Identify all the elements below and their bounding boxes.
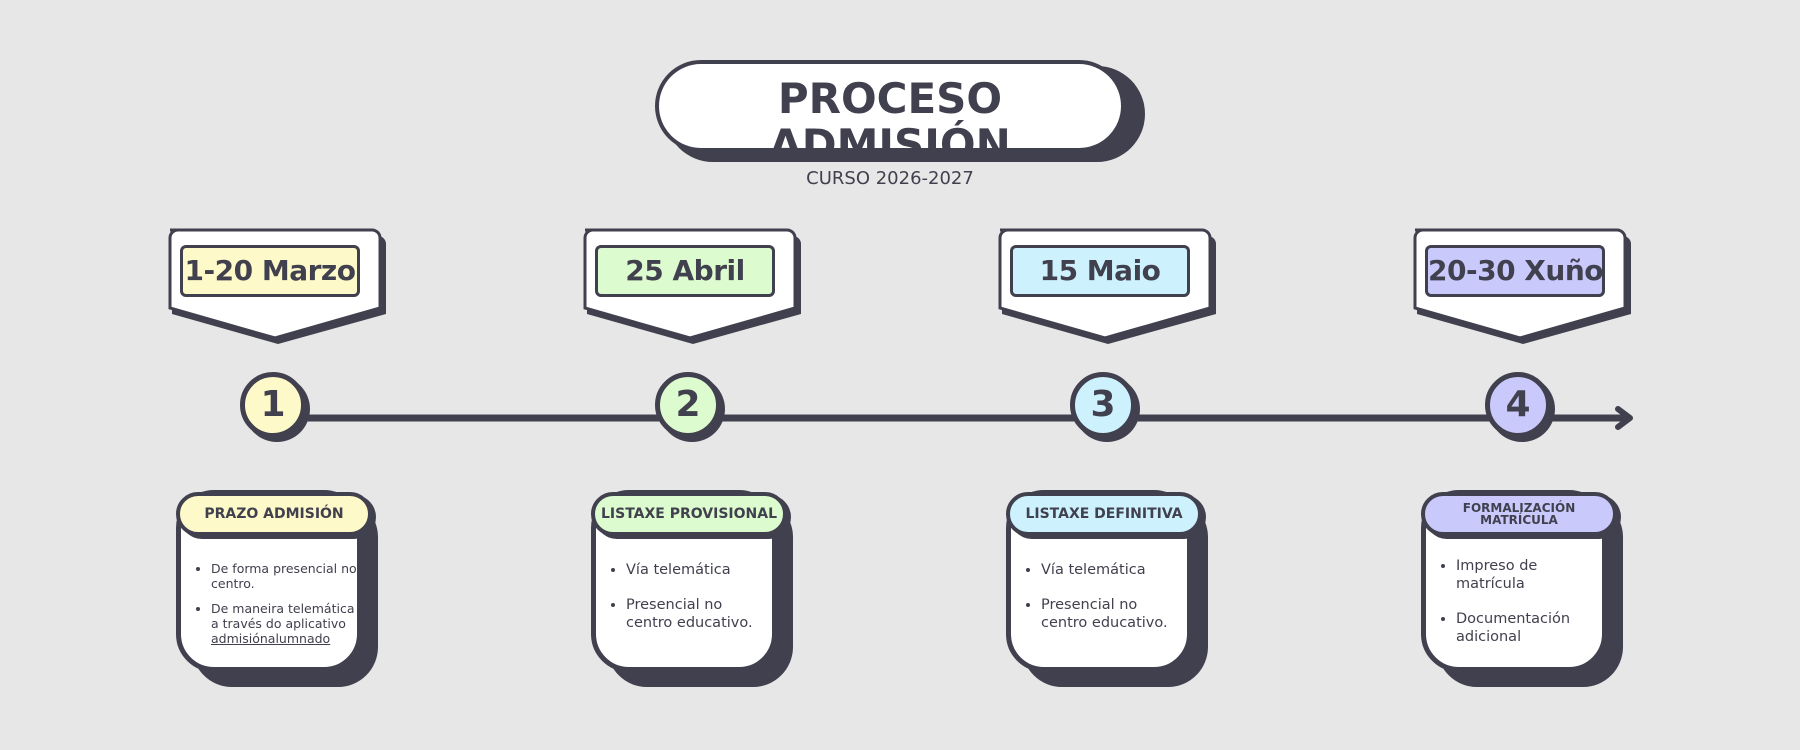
list-item: Presencial no centro educativo. xyxy=(626,596,772,632)
card-3-heading-text: LISTAXE DEFINITIVA xyxy=(1025,506,1183,522)
date-label-1: 1-20 Marzo xyxy=(180,245,360,297)
step-circle-1: 1 xyxy=(240,372,306,438)
list-item: Vía telemática xyxy=(1041,561,1187,579)
admision-link[interactable]: admisiónalumnado xyxy=(211,631,331,646)
timeline-arrow-icon xyxy=(1615,406,1633,430)
step-circle-2: 2 xyxy=(655,372,721,438)
list-item-text: De maneira telemática a través do aplica… xyxy=(211,601,355,631)
page-subtitle: CURSO 2026-2027 xyxy=(806,168,974,189)
list-item: Impreso de matrícula xyxy=(1456,557,1602,593)
step-circle-3: 3 xyxy=(1070,372,1136,438)
list-item: Documentación adicional xyxy=(1456,610,1602,646)
card-4-heading-line2: MATRÍCULA xyxy=(1480,513,1558,527)
card-1-heading-text: PRAZO ADMISIÓN xyxy=(204,506,344,522)
card-1-heading: PRAZO ADMISIÓN xyxy=(176,492,372,536)
card-2-list: Vía telemática Presencial no centro educ… xyxy=(596,495,772,632)
date-label-4: 20-30 Xuño xyxy=(1425,245,1605,297)
date-label-2: 25 Abril xyxy=(595,245,775,297)
card-3-heading: LISTAXE DEFINITIVA xyxy=(1006,492,1202,536)
card-4-heading: FORMALIZACIÓN MATRÍCULA xyxy=(1421,492,1617,536)
list-item: Presencial no centro educativo. xyxy=(1041,596,1187,632)
card-4-heading-line1: FORMALIZACIÓN xyxy=(1462,501,1576,515)
list-item: Vía telemática xyxy=(626,561,772,579)
card-1-list: De forma presencial no centro. De maneir… xyxy=(181,495,357,646)
page-title: PROCESO ADMISIÓN xyxy=(769,74,1011,169)
card-2-heading: LISTAXE PROVISIONAL xyxy=(591,492,787,536)
date-label-3: 15 Maio xyxy=(1010,245,1190,297)
step-circle-4: 4 xyxy=(1485,372,1551,438)
card-3-list: Vía telemática Presencial no centro educ… xyxy=(1011,495,1187,632)
list-item: De forma presencial no centro. xyxy=(211,561,357,591)
title-banner: PROCESO ADMISIÓN CURSO 2026-2027 xyxy=(655,60,1125,189)
card-4-list: Impreso de matrícula Documentación adici… xyxy=(1426,495,1602,646)
card-2-heading-text: LISTAXE PROVISIONAL xyxy=(600,506,778,522)
list-item: De maneira telemática a través do aplica… xyxy=(211,601,357,646)
